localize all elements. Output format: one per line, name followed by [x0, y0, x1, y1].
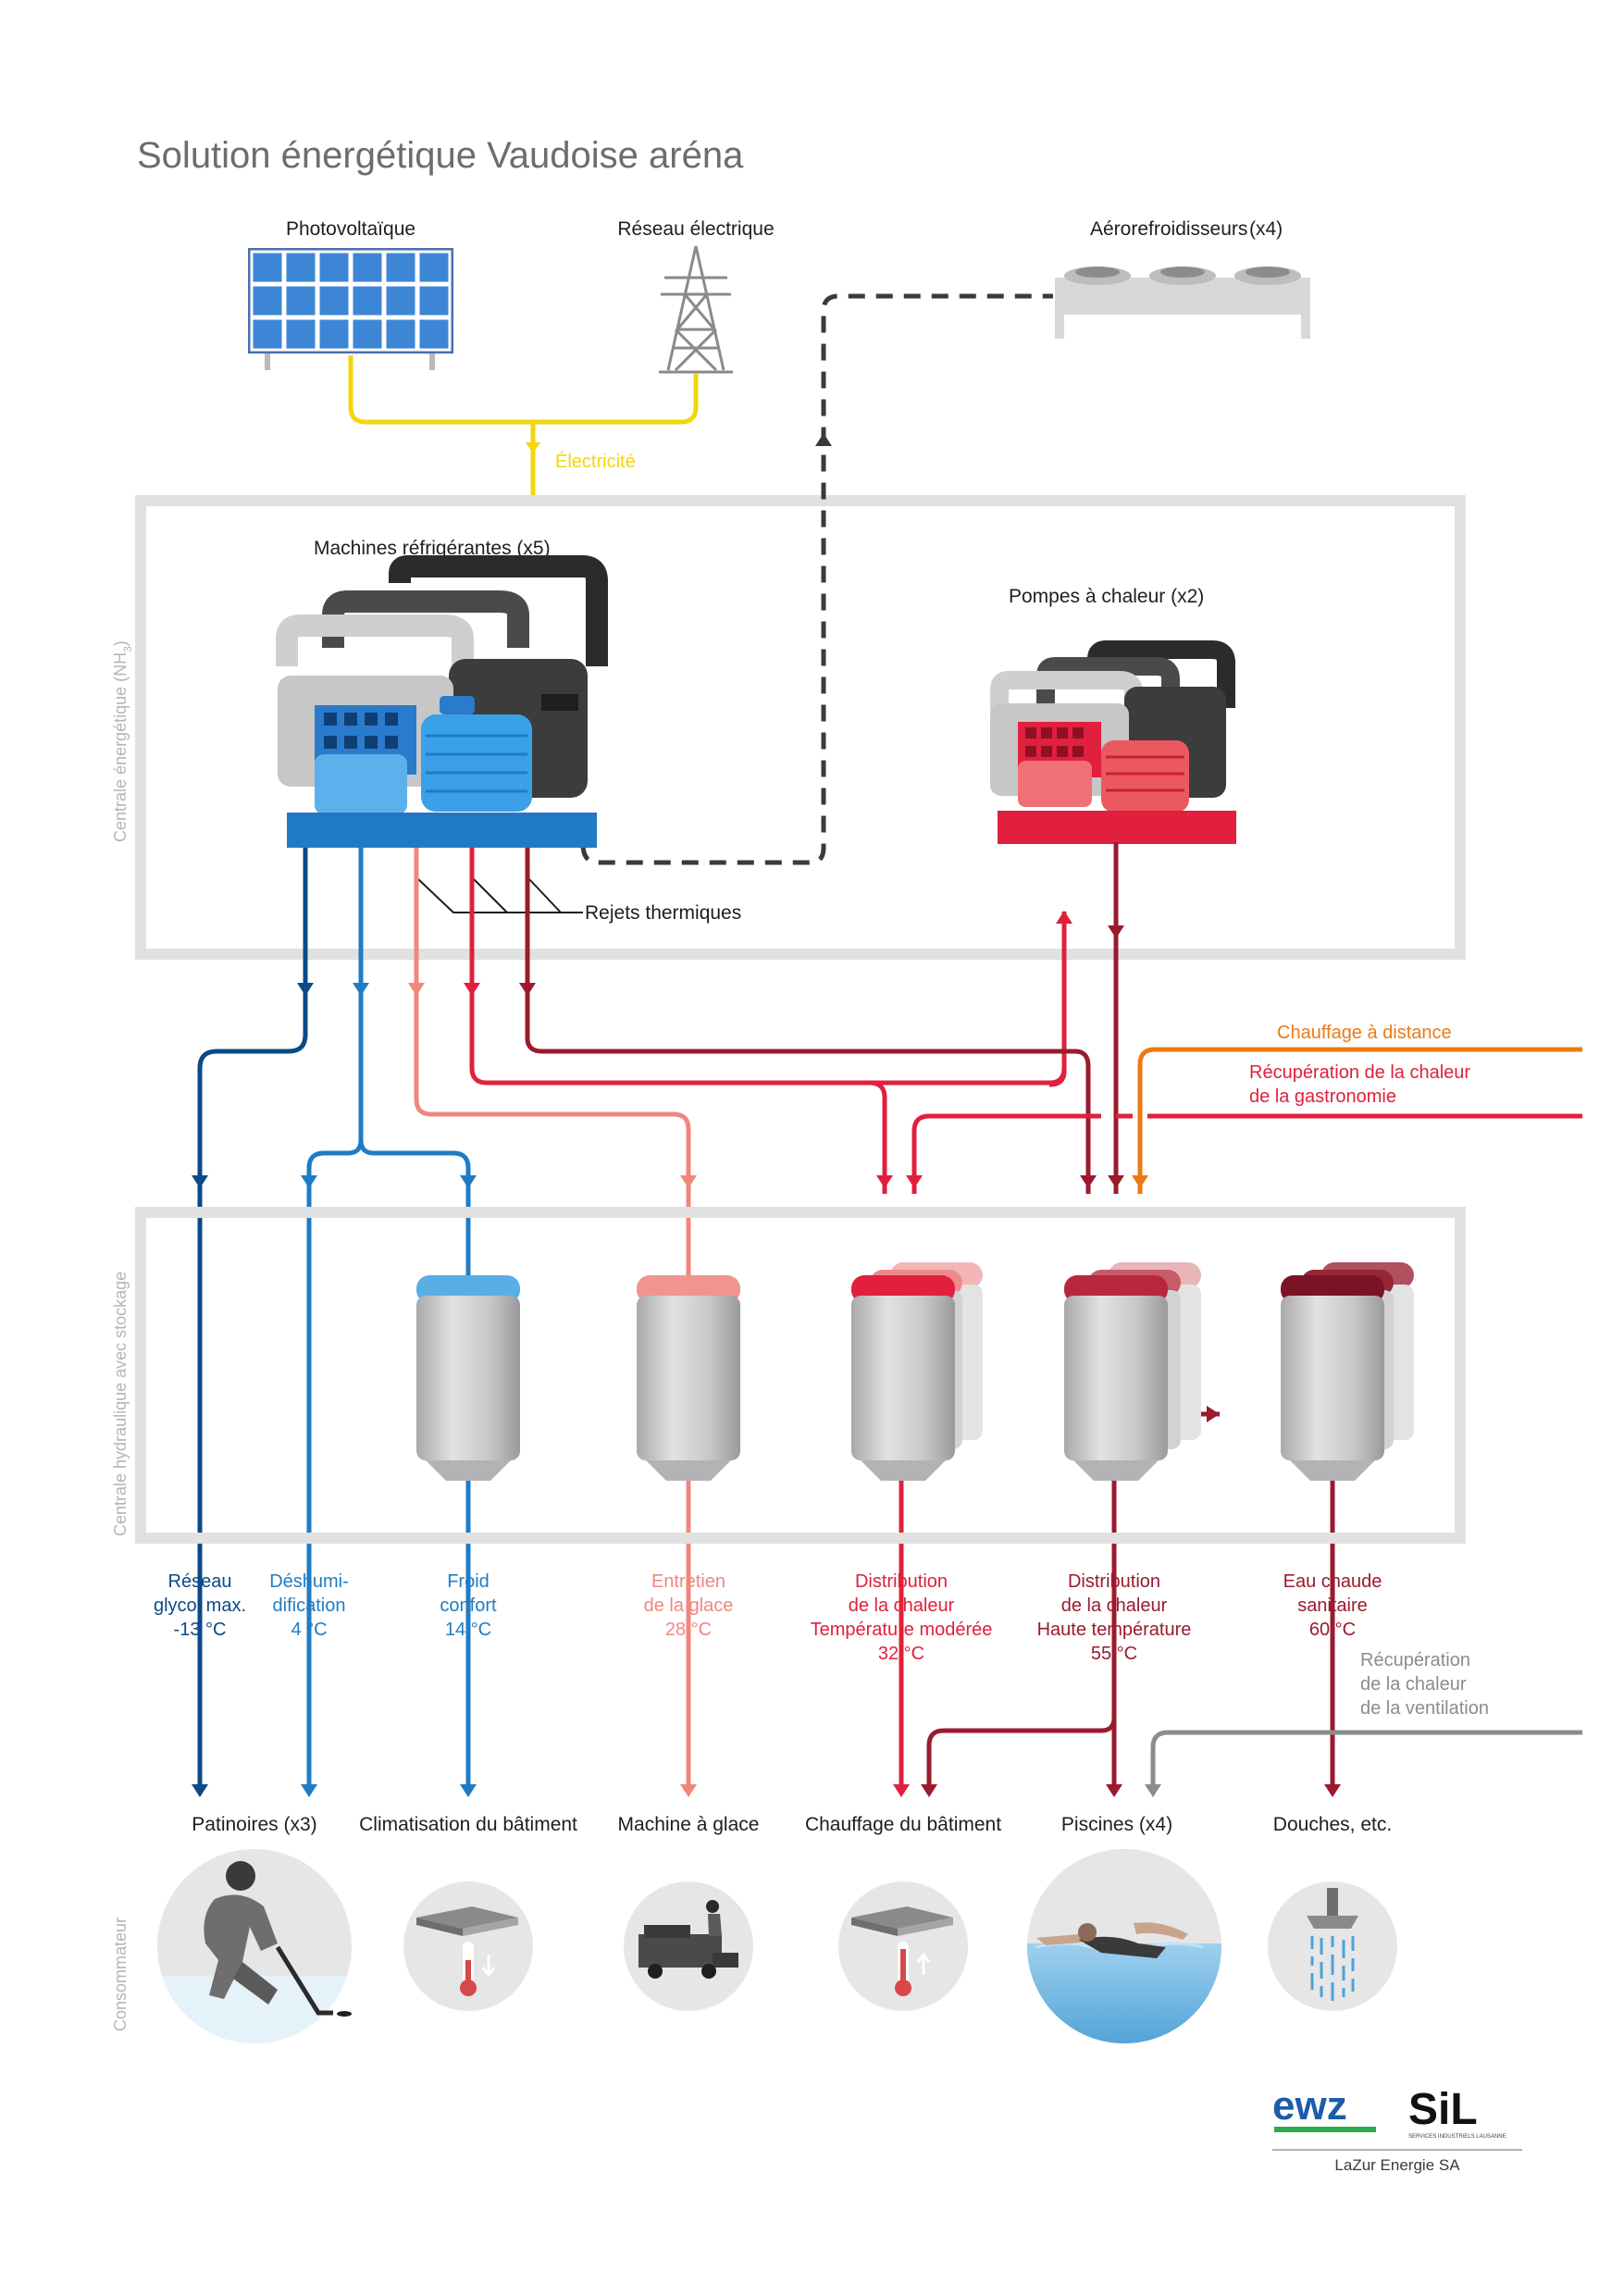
circuit-label-1-line-0: Déshumi- [269, 1571, 349, 1592]
heat-rejects-pointers [417, 878, 583, 913]
energy-central-side-label: Centrale énergétique (NH3) [111, 640, 134, 842]
circuit-label-6-line-2: 60 °C [1309, 1620, 1356, 1640]
circuit-labels: Réseau glycol max. -13 °C Déshumi-dificatio… [154, 1571, 1382, 1664]
shower-icon [1268, 1881, 1397, 2011]
pipe-ice-maintenance [414, 848, 691, 1788]
consumer-side-label: Consommateur [111, 1918, 130, 2031]
electricity-line [348, 355, 699, 498]
electricity-arrow-icon [526, 442, 540, 453]
electricity-label: Électricité [555, 451, 636, 472]
circuit-label-1-line-2: 4 °C [291, 1620, 327, 1640]
circuit-label-2-line-1: confort [440, 1595, 497, 1616]
storage-tank-dhw [1281, 1262, 1414, 1481]
consumer-label-aircon: Climatisation du bâtiment [359, 1814, 577, 1835]
gastro-label-1: Récupération de la chaleur [1249, 1062, 1470, 1083]
dashed-arrow-icon [815, 433, 832, 446]
consumer-label-ice-machine: Machine à glace [618, 1814, 760, 1835]
swimmer-icon [1027, 1849, 1221, 2043]
pipe-high-temp-in [525, 848, 1091, 1194]
hydraulic-side-label: Centrale hydraulique avec stockage [111, 1272, 130, 1536]
heat-pump-base [998, 811, 1236, 844]
circuit-label-1-line-1: dification [273, 1595, 346, 1616]
hydraulic-central-frame [135, 1207, 1466, 1544]
thermometer-cold-icon [403, 1881, 533, 2011]
hockey-player-icon [157, 1849, 352, 2043]
circuit-label-0-line-2: -13 °C [174, 1620, 227, 1640]
circuit-label-3-line-2: 28 °C [665, 1620, 712, 1640]
thermometer-warm-icon [838, 1881, 968, 2011]
lazur-label: LaZur Energie SA [1334, 2156, 1460, 2174]
svg-text:SERVICES INDUSTRIELS LAUSANNE: SERVICES INDUSTRIELS LAUSANNE [1408, 2134, 1506, 2140]
circuit-label-4-line-1: de la chaleur [849, 1595, 955, 1616]
circuit-label-5-line-1: de la chaleur [1061, 1595, 1168, 1616]
drycoolers-label: Aérorefroidisseurs [1090, 218, 1247, 240]
circuit-label-4-line-3: 32 °C [878, 1644, 924, 1664]
refrigeration-label: Machines réfrigérantes (x5) [314, 538, 551, 559]
ventilation-label-1: Récupération [1360, 1650, 1470, 1670]
circuit-label-2-line-0: Froid [447, 1571, 490, 1592]
circuit-label-2-line-2: 14 °C [445, 1620, 491, 1640]
energy-central-frame [135, 495, 1466, 960]
consumer-label-heating: Chauffage du bâtiment [805, 1814, 1001, 1835]
pipe-comfort-cold [358, 1139, 471, 1788]
circuit-label-5-line-0: Distribution [1068, 1571, 1160, 1592]
circuit-label-6-line-1: sanitaire [1297, 1595, 1368, 1616]
refrigeration-machine-icon [276, 555, 608, 826]
heat-rejects-label: Rejets thermiques [585, 902, 741, 924]
consumer-label-showers: Douches, etc. [1273, 1814, 1392, 1835]
storage-tank-cold-comfort [416, 1275, 520, 1481]
storage-tank-moderate [851, 1262, 983, 1481]
circuit-label-5-line-2: Haute température [1037, 1620, 1192, 1640]
sil-logo: SiL SERVICES INDUSTRIELS LAUSANNE [1408, 2085, 1506, 2140]
circuit-label-3-line-1: de la glace [644, 1595, 734, 1616]
storage-tank-ice [637, 1275, 740, 1481]
circuit-label-3-line-0: Entretien [651, 1571, 725, 1592]
refrigeration-base [287, 816, 597, 848]
grid-label: Réseau électrique [617, 218, 774, 240]
pipe-dehumid [306, 848, 364, 1788]
pipe-ventilation [1150, 1730, 1582, 1788]
pipe-heatpump-return [870, 912, 1067, 1086]
district-heating-label: Chauffage à distance [1277, 1023, 1452, 1043]
circuit-label-5-line-3: 55 °C [1091, 1644, 1137, 1664]
gastro-label-2: de la gastronomie [1249, 1086, 1396, 1107]
drycoolers-count: (x4) [1249, 218, 1283, 240]
ewz-logo: ewz [1272, 2083, 1376, 2132]
consumer-label-pools: Piscines (x4) [1061, 1814, 1172, 1835]
consumer-label-rinks: Patinoires (x3) [192, 1814, 316, 1835]
flow-arrows [192, 911, 1341, 1797]
heat-pump-icon [990, 640, 1235, 813]
ice-resurfacer-icon [624, 1881, 753, 2011]
page-title: Solution énergétique Vaudoise aréna [137, 135, 744, 176]
ventilation-label-3: de la ventilation [1360, 1698, 1489, 1719]
ventilation-label-2: de la chaleur [1360, 1674, 1467, 1695]
pipe-glycol [197, 848, 308, 1788]
power-pylon-icon [659, 245, 733, 374]
svg-text:ewz: ewz [1272, 2083, 1347, 2129]
pipe-district-heating [1137, 1047, 1582, 1194]
circuit-label-4-line-2: Température modérée [811, 1620, 993, 1640]
drycooler-icon [1055, 267, 1310, 339]
pipe-moderate-in [469, 848, 887, 1194]
circuit-label-4-line-0: Distribution [855, 1571, 948, 1592]
heatpumps-label: Pompes à chaleur (x2) [1009, 586, 1204, 607]
circuit-label-0-line-1: glycol max. [154, 1595, 246, 1616]
pipe-gastro-moderate [911, 1113, 1101, 1194]
storage-tank-high-temp [1064, 1262, 1201, 1481]
circuit-label-0-line-0: Réseau [168, 1571, 232, 1592]
drycooler-dashed-line [580, 293, 1053, 865]
photovoltaic-panel-icon [248, 248, 453, 370]
svg-text:SiL: SiL [1408, 2085, 1478, 2134]
photovoltaic-label: Photovoltaïque [286, 218, 415, 240]
circuit-label-6-line-0: Eau chaude [1283, 1571, 1382, 1592]
